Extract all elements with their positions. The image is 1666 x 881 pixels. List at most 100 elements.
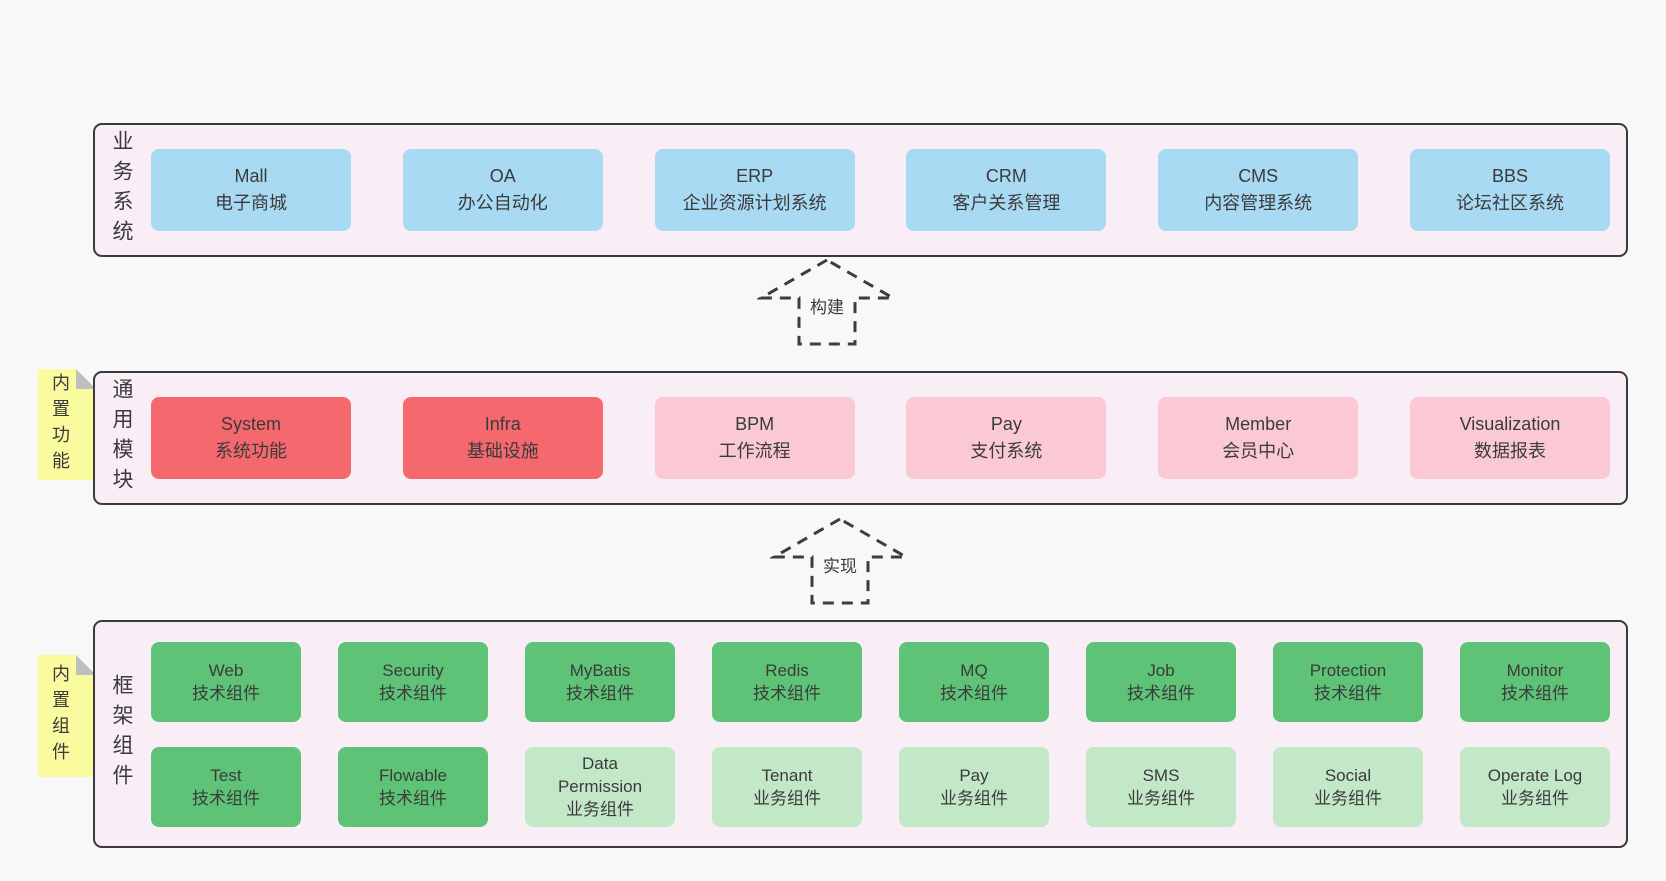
box-mall: Mall 电子商城 [151,149,351,231]
box-desc: 会员中心 [1222,441,1295,461]
box-desc: 技术组件 [1501,683,1569,703]
box-name: Visualization [1459,414,1561,434]
box-name: Operate Log [1487,765,1583,785]
box-desc: 系统功能 [215,441,287,461]
box-monitor: Monitor 技术组件 [1460,641,1610,722]
box-desc: 业务组件 [753,788,821,808]
box-name: MQ [960,660,988,680]
sticky-built-in-components-label: 内置组件 [50,664,70,768]
box-erp: ERP 企业资源计划系统 [654,149,855,231]
implement-arrow-label: 实现 [820,552,860,577]
band-framework-components: 框架组件 Web 技术组件 Security 技术组件 MyBatis 技术组件… [93,620,1628,848]
box-name: CMS [1238,166,1279,186]
framework-row-2: Test 技术组件 Flowable 技术组件 Data Permission … [151,746,1610,827]
box-desc: 客户关系管理 [952,193,1061,213]
box-name: Pay [959,765,989,785]
band-common-modules-row: System 系统功能 Infra 基础设施 BPM 工作流程 Pay 支付系统… [151,373,1610,503]
band-business-systems: 业务系统 Mall 电子商城 OA 办公自动化 ERP 企业资源计划系统 CRM… [93,123,1628,257]
box-desc: 内容管理系统 [1204,193,1313,213]
box-data-permission: Data Permission 业务组件 [525,746,675,827]
box-name: Member [1225,414,1292,434]
box-desc: 技术组件 [566,683,634,703]
build-arrow: 构建 [757,256,897,348]
box-name: Redis [765,660,809,680]
box-cms: CMS 内容管理系统 [1158,149,1359,231]
box-visualization: Visualization 数据报表 [1409,397,1610,479]
box-desc: 技术组件 [192,788,260,808]
box-desc: 办公自动化 [457,193,548,213]
sticky-built-in-components: 内置组件 [38,655,96,777]
box-infra: Infra 基础设施 [402,397,603,479]
box-name: Tenant [761,765,813,785]
box-desc: 基础设施 [466,441,539,461]
band-common-modules: 通用模块 System 系统功能 Infra 基础设施 BPM 工作流程 Pay… [93,371,1628,505]
box-flowable: Flowable 技术组件 [338,746,488,827]
box-desc: 技术组件 [940,683,1008,703]
box-test: Test 技术组件 [151,746,301,827]
box-desc: 业务组件 [566,800,634,819]
box-system: System 系统功能 [151,397,351,479]
box-desc: 工作流程 [718,441,791,461]
box-name: BPM [735,414,775,434]
box-name: BBS [1491,166,1528,186]
band-business-systems-label: 业务系统 [110,130,133,250]
box-desc: 技术组件 [753,683,821,703]
box-operate-log: Operate Log 业务组件 [1460,746,1610,827]
box-desc: 业务组件 [1127,788,1195,808]
box-desc: 论坛社区系统 [1455,193,1564,213]
box-sms: SMS 业务组件 [1086,746,1236,827]
band-framework-components-label: 框架组件 [110,674,133,794]
box-security: Security 技术组件 [338,641,488,722]
box-web: Web 技术组件 [151,641,301,722]
box-desc: 业务组件 [1314,788,1382,808]
box-desc: 业务组件 [1501,788,1569,808]
box-protection: Protection 技术组件 [1273,641,1423,722]
sticky-built-in-functions-label: 内置功能 [50,372,70,477]
box-mybatis: MyBatis 技术组件 [525,641,675,722]
band-framework-components-rows: Web 技术组件 Security 技术组件 MyBatis 技术组件 Redi… [151,622,1610,846]
box-desc: 技术组件 [192,683,260,703]
band-business-systems-row: Mall 电子商城 OA 办公自动化 ERP 企业资源计划系统 CRM 客户关系… [151,125,1610,255]
sticky-built-in-functions: 内置功能 [38,369,96,480]
box-redis: Redis 技术组件 [712,641,862,722]
dashed-up-arrow-icon [757,258,897,346]
box-member: Member 会员中心 [1158,397,1359,479]
box-desc: 技术组件 [1127,683,1195,703]
box-name: Social [1324,765,1372,785]
build-arrow-label: 构建 [807,293,847,318]
band-common-modules-label: 通用模块 [110,378,133,498]
box-desc: 技术组件 [379,788,447,808]
box-name: Data Permission [557,754,643,796]
box-bbs: BBS 论坛社区系统 [1409,149,1610,231]
box-name: MyBatis [569,660,631,680]
box-desc: 电子商城 [215,193,287,213]
box-name: Job [1147,660,1175,680]
box-name: SMS [1142,765,1180,785]
implement-arrow: 实现 [770,515,910,607]
framework-row-1: Web 技术组件 Security 技术组件 MyBatis 技术组件 Redi… [151,641,1610,722]
box-name: Mall [234,166,268,186]
box-desc: 技术组件 [379,683,447,703]
box-desc: 支付系统 [970,441,1043,461]
box-desc: 技术组件 [1314,683,1382,703]
box-desc: 业务组件 [940,788,1008,808]
box-bpm: BPM 工作流程 [654,397,855,479]
box-crm: CRM 客户关系管理 [906,149,1107,231]
box-name: OA [489,166,516,186]
box-tenant: Tenant 业务组件 [712,746,862,827]
box-oa: OA 办公自动化 [402,149,603,231]
box-name: Protection [1309,660,1387,680]
box-name: Web [208,660,244,680]
box-name: Infra [484,414,521,434]
box-name: Pay [990,414,1022,434]
box-pay-component: Pay 业务组件 [899,746,1049,827]
box-mq: MQ 技术组件 [899,641,1049,722]
box-desc: 企业资源计划系统 [682,193,827,213]
dashed-up-arrow-icon [770,517,910,605]
box-name: Flowable [378,765,448,785]
box-pay-module: Pay 支付系统 [906,397,1107,479]
box-name: CRM [985,166,1027,186]
box-name: Monitor [1506,660,1564,680]
box-name: ERP [736,166,774,186]
